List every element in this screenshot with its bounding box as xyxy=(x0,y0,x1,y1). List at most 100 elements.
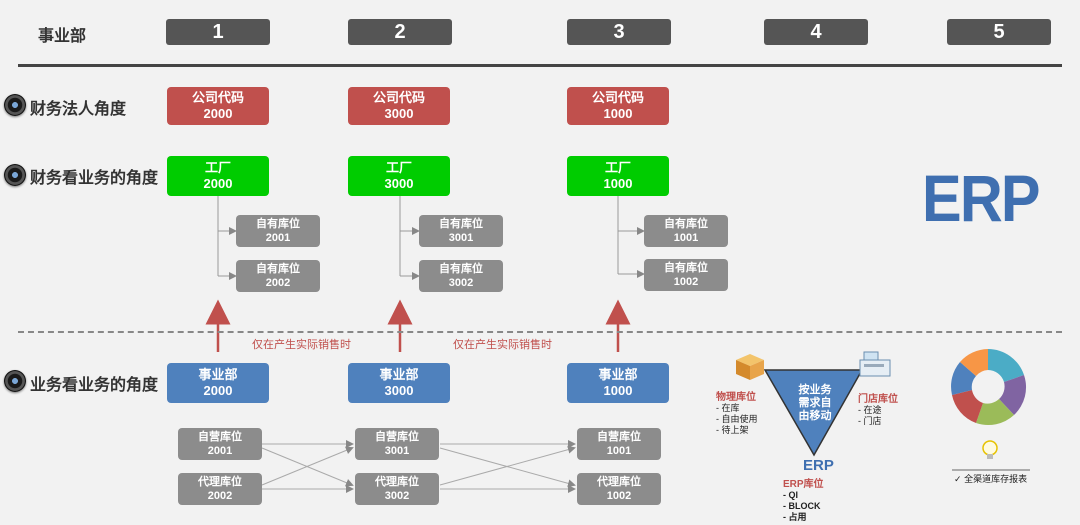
plant-code: 2000 xyxy=(203,176,233,191)
storage-code: 2002 xyxy=(265,277,291,289)
physical-storage-legend: 物理库位 - 在库 - 自由使用 - 待上架 xyxy=(716,388,758,436)
sales-only-note: 仅在产生实际销售时 xyxy=(252,339,351,351)
storage-label: 自有库位 xyxy=(439,218,483,230)
company-code-label: 公司代码 xyxy=(591,90,644,105)
column-2-header: 2 xyxy=(348,19,452,45)
company-code-value: 3000 xyxy=(384,106,414,121)
agent-storage-box: 代理库位 3002 xyxy=(355,473,439,505)
plant-code: 3000 xyxy=(384,176,414,191)
division-box: 事业部 2000 xyxy=(167,363,269,403)
storage-label: 代理库位 xyxy=(198,476,242,488)
self-storage-box: 自营库位 1001 xyxy=(577,428,661,460)
storage-code: 1001 xyxy=(673,232,699,244)
self-storage-box: 自营库位 3001 xyxy=(355,428,439,460)
storage-code: 2001 xyxy=(265,232,291,244)
sales-only-note: 仅在产生实际销售时 xyxy=(453,339,552,351)
company-code-box: 公司代码 2000 xyxy=(167,87,269,125)
own-storage-box: 自有库位 2001 xyxy=(236,215,320,247)
division-code: 2000 xyxy=(203,383,233,398)
storage-label: 自有库位 xyxy=(256,218,300,230)
cash-register-icon xyxy=(859,351,891,377)
store-item: - 门店 xyxy=(858,416,882,426)
column-5-header: 5 xyxy=(947,19,1051,45)
own-storage-box: 自有库位 2002 xyxy=(236,260,320,292)
storage-label: 自有库位 xyxy=(439,263,483,275)
company-code-value: 2000 xyxy=(203,106,233,121)
division-label: 事业部 xyxy=(598,367,638,382)
plant-label: 工厂 xyxy=(204,160,231,175)
plant-box: 工厂 2000 xyxy=(167,156,269,196)
storage-label: 自有库位 xyxy=(664,262,708,274)
company-code-box: 公司代码 1000 xyxy=(567,87,669,125)
agent-storage-box: 代理库位 1002 xyxy=(577,473,661,505)
division-label: 事业部 xyxy=(379,367,419,382)
own-storage-box: 自有库位 3002 xyxy=(419,260,503,292)
storage-label: 自营库位 xyxy=(198,431,242,443)
header-divider xyxy=(18,64,1062,67)
row-label-finance-business: 财务看业务的角度 xyxy=(30,170,159,187)
self-storage-box: 自营库位 2001 xyxy=(178,428,262,460)
storage-label: 自有库位 xyxy=(256,263,300,275)
plant-box: 工厂 3000 xyxy=(348,156,450,196)
plant-box: 工厂 1000 xyxy=(567,156,669,196)
box-icon xyxy=(736,354,764,380)
camera-lens-icon xyxy=(4,370,26,392)
storage-code: 1002 xyxy=(606,490,632,502)
erp-logo: ERP xyxy=(922,161,1041,235)
store-storage-title: 门店库位 xyxy=(858,394,898,405)
division-box: 事业部 1000 xyxy=(567,363,669,403)
plant-label: 工厂 xyxy=(604,160,631,175)
store-storage-legend: 门店库位 - 在途 - 门店 xyxy=(858,390,898,427)
triangle-line: 按业务 xyxy=(798,384,832,396)
check-icon: ✓ xyxy=(954,474,962,484)
division-code: 3000 xyxy=(384,383,414,398)
erp-storage-title: ERP库位 xyxy=(783,479,824,490)
storage-code: 3001 xyxy=(384,445,410,457)
section-divider xyxy=(18,331,1062,333)
storage-code: 1001 xyxy=(606,445,632,457)
column-3-header: 3 xyxy=(567,19,671,45)
erp-item: - BLOCK xyxy=(783,501,821,511)
physical-item: - 待上架 xyxy=(716,425,749,435)
company-code-value: 1000 xyxy=(603,106,633,121)
column-4-header: 4 xyxy=(764,19,868,45)
storage-label: 自有库位 xyxy=(664,218,708,230)
storage-code: 2002 xyxy=(207,490,233,502)
erp-storage-legend: ERP库位 - QI - BLOCK - 占用 xyxy=(783,475,824,523)
storage-label: 自营库位 xyxy=(375,431,419,443)
row-label-legal: 财务法人角度 xyxy=(30,101,127,118)
agent-storage-box: 代理库位 2002 xyxy=(178,473,262,505)
triangle-line: 需求自 xyxy=(798,397,832,409)
plant-code: 1000 xyxy=(603,176,633,191)
division-box: 事业部 3000 xyxy=(348,363,450,403)
camera-lens-icon xyxy=(4,164,26,186)
erp-item: - QI xyxy=(783,490,798,500)
division-label: 事业部 xyxy=(198,367,238,382)
company-code-label: 公司代码 xyxy=(191,90,244,105)
store-item: - 在途 xyxy=(858,405,882,415)
own-storage-box: 自有库位 3001 xyxy=(419,215,503,247)
storage-code: 2001 xyxy=(207,445,233,457)
storage-code: 3002 xyxy=(448,277,474,289)
physical-item: - 在库 xyxy=(716,403,740,413)
storage-code: 3002 xyxy=(384,490,410,502)
report-caption: ✓ 全渠道库存报表 xyxy=(954,474,1034,485)
column-1-header: 1 xyxy=(166,19,270,45)
own-storage-box: 自有库位 1002 xyxy=(644,259,728,291)
company-code-box: 公司代码 3000 xyxy=(348,87,450,125)
row-label-business: 业务看业务的角度 xyxy=(30,377,159,394)
triangle-center-text: 按业务 需求自 由移动 xyxy=(790,384,840,423)
storage-code: 3001 xyxy=(448,232,474,244)
storage-code: 1002 xyxy=(673,276,699,288)
storage-label: 自营库位 xyxy=(597,431,641,443)
erp-small-logo: ERP xyxy=(803,457,834,474)
own-storage-box: 自有库位 1001 xyxy=(644,215,728,247)
storage-label: 代理库位 xyxy=(597,476,641,488)
camera-lens-icon xyxy=(4,94,26,116)
physical-storage-title: 物理库位 xyxy=(716,392,756,403)
lightbulb-icon xyxy=(982,440,998,459)
company-code-label: 公司代码 xyxy=(372,90,425,105)
storage-label: 代理库位 xyxy=(375,476,419,488)
erp-item: - 占用 xyxy=(783,512,807,522)
